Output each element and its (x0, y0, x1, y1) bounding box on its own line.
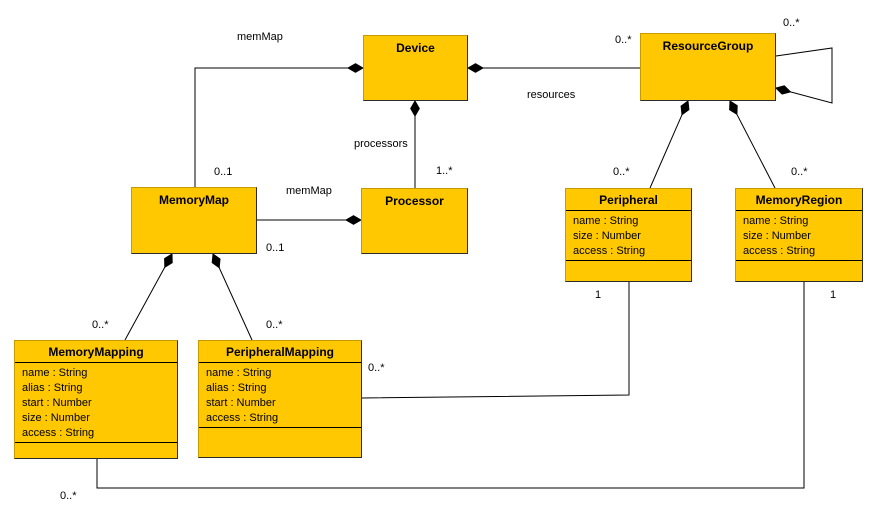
attribute: size : Number (22, 412, 90, 424)
multiplicity-peripheralmapping: 0..* (266, 319, 283, 331)
association-peripheral-peripheralmapping (361, 282, 630, 399)
class-processor[interactable]: Processor (361, 188, 468, 254)
multiplicity-memorymapping: 0..* (92, 319, 109, 331)
class-attributes: name : String size : Number access : Str… (566, 211, 691, 260)
attribute: access : String (573, 245, 646, 257)
class-resourcegroup[interactable]: ResourceGroup (640, 33, 776, 101)
multiplicity-memorymapping-end: 0..* (60, 490, 77, 502)
attribute: name : String (743, 215, 809, 227)
attribute: name : String (206, 367, 272, 379)
association-memoryregion-memorymapping (96, 282, 805, 489)
composition-diamond-device-memorymap (346, 63, 365, 73)
multiplicity-resourcegroup-self: 0..* (783, 17, 800, 29)
attribute: name : String (22, 367, 88, 379)
class-operations-compartment (736, 260, 862, 281)
multiplicity-device-memorymap: 0..1 (214, 166, 233, 178)
association-memorymap-memorymapping (124, 253, 173, 341)
class-title: Device (396, 41, 435, 55)
attribute: access : String (206, 412, 279, 424)
multiplicity-resources: 0..* (615, 34, 632, 46)
class-operations-compartment (566, 260, 691, 281)
class-peripheral[interactable]: Peripheral name : String size : Number a… (565, 188, 692, 282)
class-title: MemoryMap (158, 193, 229, 207)
composition-diamond-memorymap-peripheralmapping (211, 253, 221, 269)
composition-diamond-resourcegroup-memoryregion (729, 100, 738, 116)
class-attributes: name : String alias : String start : Num… (199, 363, 361, 427)
class-title: Processor (385, 194, 444, 208)
association-device-memorymap (194, 67, 363, 187)
multiplicity-peripheral: 0..* (613, 166, 630, 178)
class-memoryregion[interactable]: MemoryRegion name : String size : Number… (735, 188, 863, 282)
composition-diamond-resourcegroup-peripheral (680, 100, 690, 116)
class-peripheralmapping[interactable]: PeripheralMapping name : String alias : … (198, 340, 362, 458)
class-memorymapping[interactable]: MemoryMapping name : String alias : Stri… (14, 340, 178, 459)
attribute: size : Number (743, 230, 811, 242)
multiplicity-memoryregion-end: 1 (830, 289, 837, 301)
class-title: MemoryMapping (15, 341, 177, 363)
composition-diamond-resourcegroup-self (775, 85, 792, 95)
composition-diamond-device-processor (410, 99, 420, 118)
multiplicity-memoryregion: 0..* (791, 166, 808, 178)
attribute: alias : String (206, 382, 267, 394)
role-label-processors: processors (354, 138, 408, 150)
class-device[interactable]: Device (363, 35, 468, 101)
composition-diamond-processor-memorymap (344, 215, 363, 225)
multiplicity-processor-memorymap: 0..1 (266, 242, 285, 254)
attribute: start : Number (22, 397, 92, 409)
multiplicity-peripheral-end: 1 (595, 289, 602, 301)
attribute: name : String (573, 215, 639, 227)
multiplicity-peripheralmapping-end: 0..* (368, 362, 385, 374)
attribute: access : String (22, 427, 95, 439)
attribute: access : String (743, 245, 816, 257)
role-label-resources: resources (527, 89, 576, 101)
composition-diamond-memorymap-memorymapping (164, 253, 173, 269)
class-title: PeripheralMapping (199, 341, 361, 363)
class-operations-compartment (15, 442, 177, 458)
attribute: alias : String (22, 382, 83, 394)
association-resourcegroup-memoryregion (729, 100, 776, 189)
composition-diamond-device-resourcegroup (466, 63, 485, 73)
class-title: Peripheral (566, 189, 691, 211)
association-resourcegroup-self (775, 47, 833, 104)
class-title: ResourceGroup (662, 39, 754, 53)
class-attributes: name : String size : Number access : Str… (736, 211, 862, 260)
attribute: start : Number (206, 397, 276, 409)
multiplicity-processors: 1..* (436, 165, 453, 177)
class-operations-compartment (199, 427, 361, 457)
class-attributes: name : String alias : String start : Num… (15, 363, 177, 442)
class-memorymap[interactable]: MemoryMap (131, 187, 257, 254)
class-title: MemoryRegion (736, 189, 862, 211)
role-label-memmap-device: memMap (237, 31, 283, 43)
role-label-memmap-processor: memMap (286, 185, 332, 197)
attribute: size : Number (573, 230, 641, 242)
